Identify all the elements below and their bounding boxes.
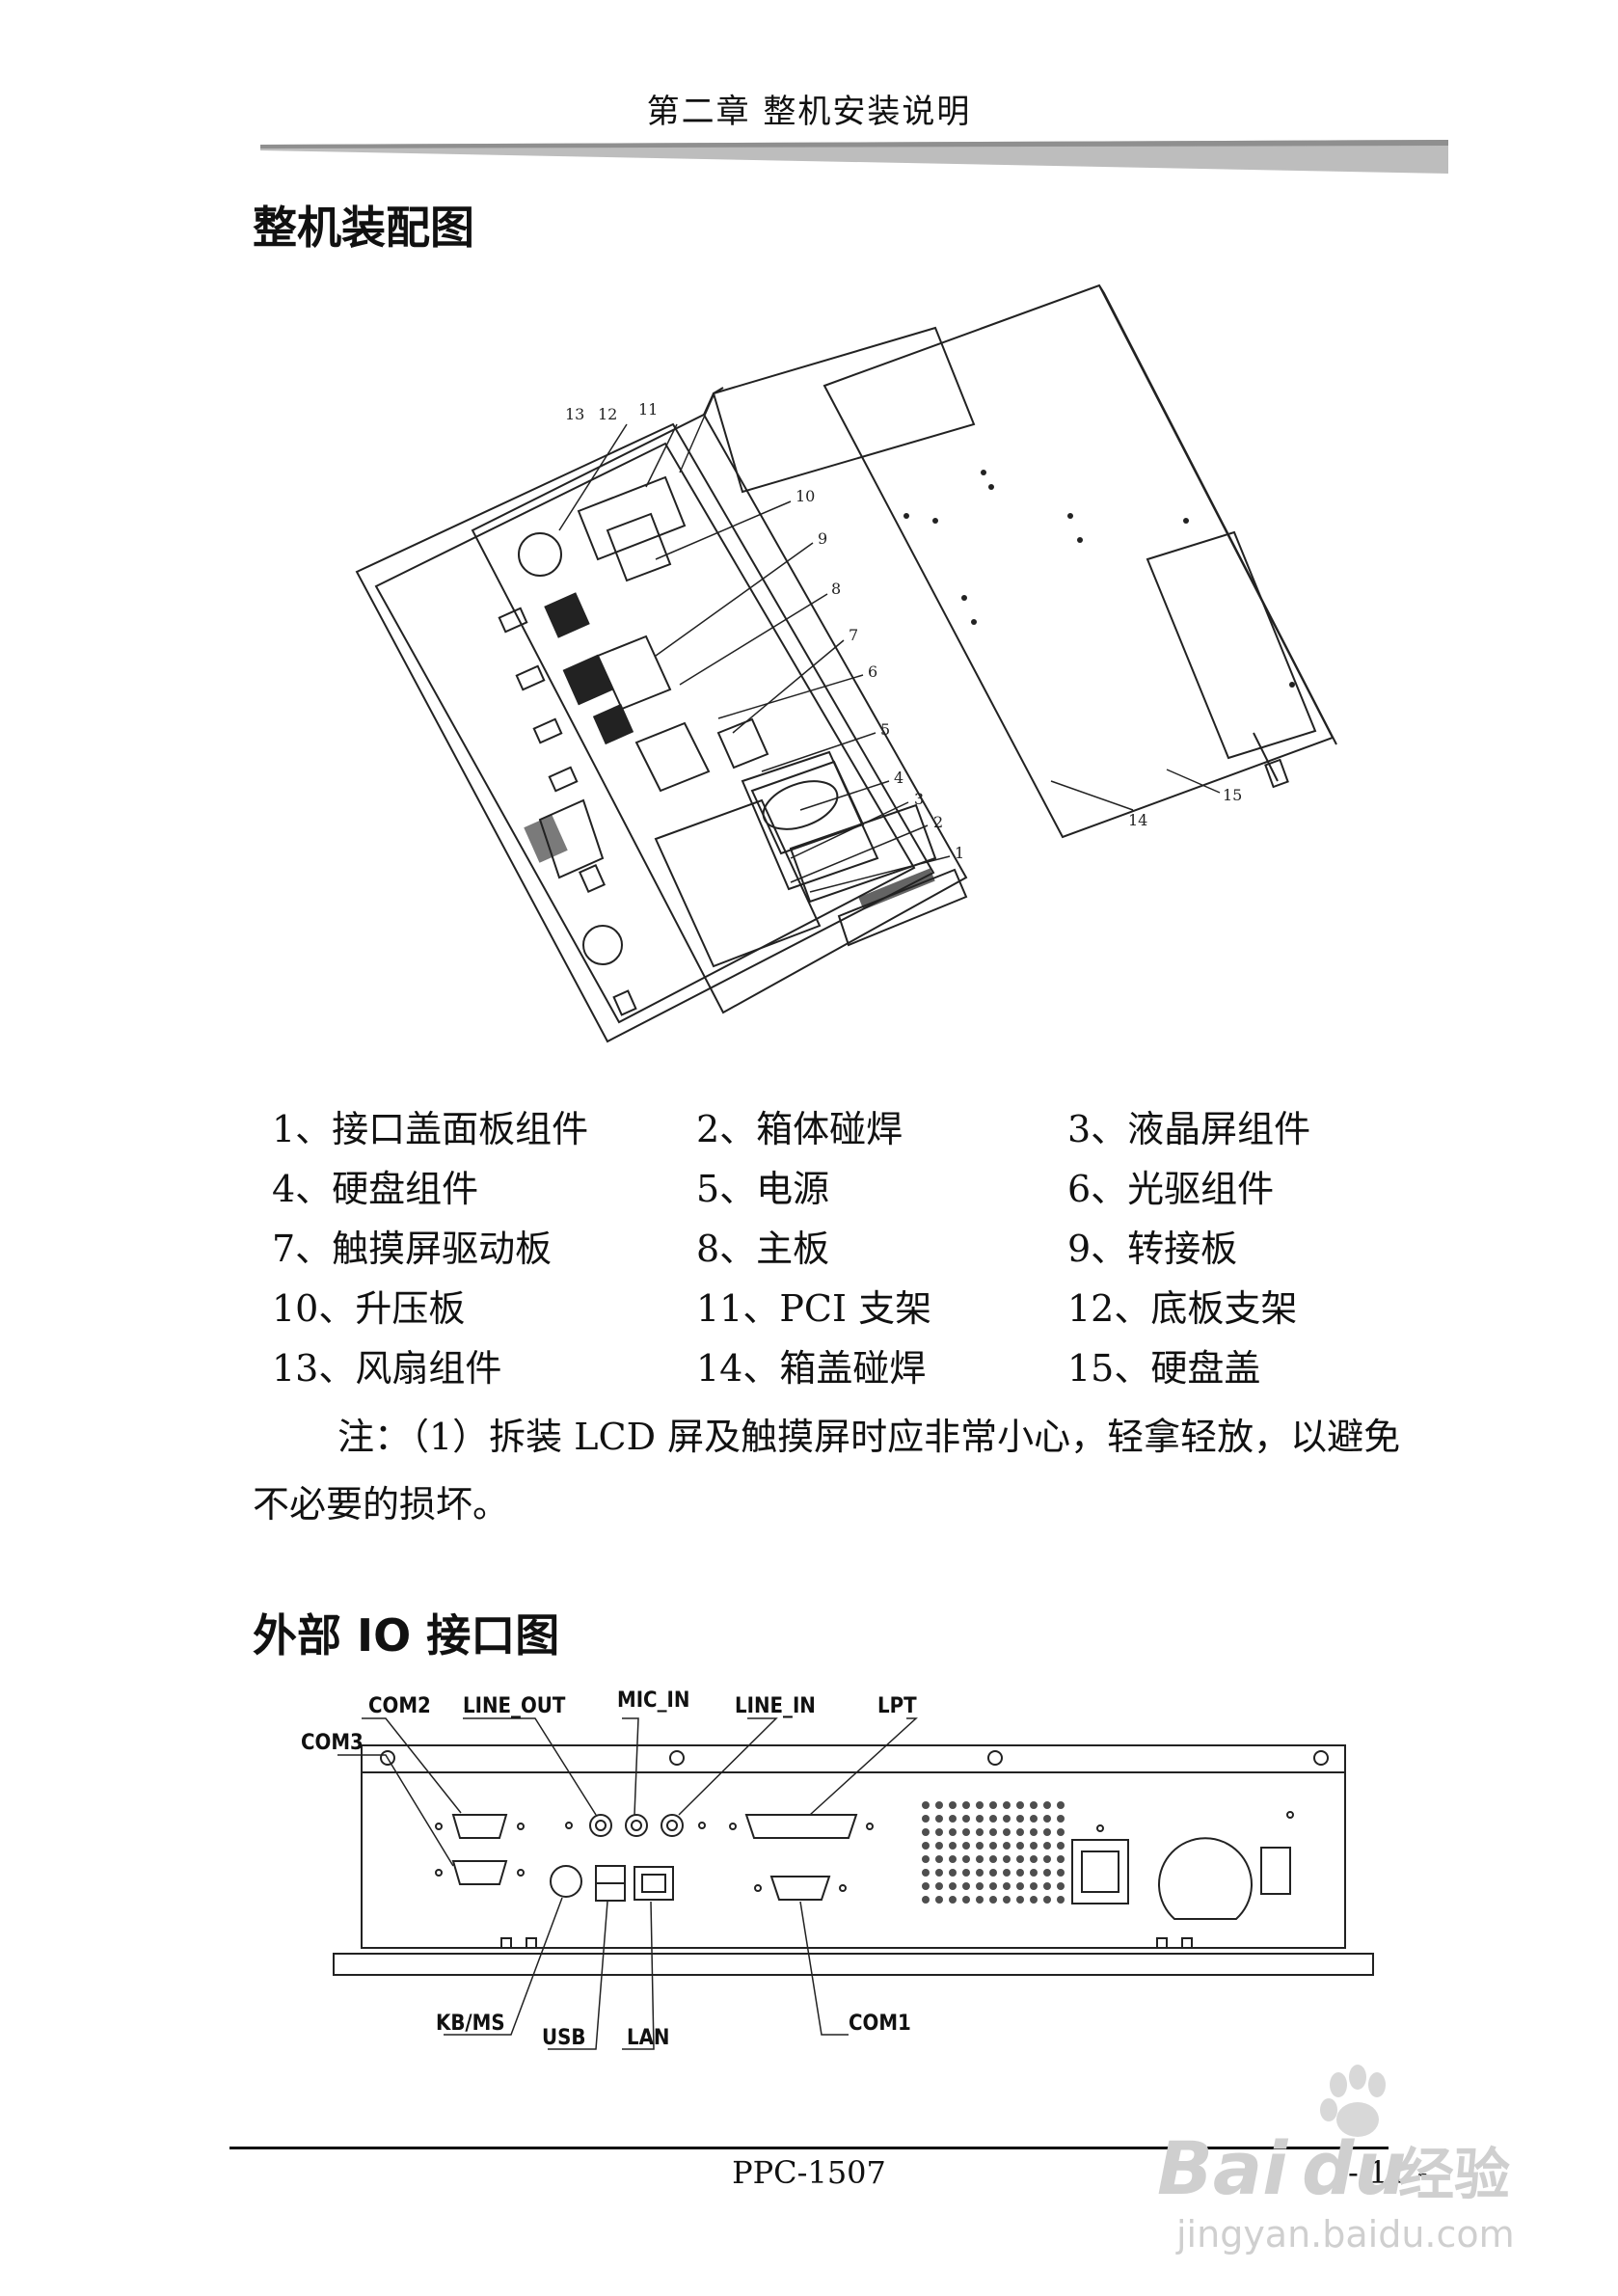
baidu-watermark: Bai du 经验 jingyan.baidu.com bbox=[1157, 2065, 1515, 2255]
part-item: 9、转接板 bbox=[1067, 1228, 1238, 1270]
fan-opening bbox=[1158, 1837, 1253, 1920]
chassis-frame bbox=[355, 422, 935, 1043]
assembly-diagram: 1 2 3 4 5 6 7 8 9 10 11 12 13 14 15 bbox=[355, 284, 1337, 1043]
callout-11: 11 bbox=[638, 400, 658, 419]
watermark-url: jingyan.baidu.com bbox=[1175, 2213, 1515, 2255]
footer-page-number: - 11 - bbox=[1348, 2154, 1428, 2191]
parts-row: 4、硬盘组件 5、电源 6、光驱组件 bbox=[272, 1159, 1429, 1219]
part-item: 7、触摸屏驱动板 bbox=[272, 1228, 553, 1270]
vent-grid bbox=[922, 1801, 1065, 1904]
part-item: 15、硬盘盖 bbox=[1067, 1347, 1261, 1390]
callout-3: 3 bbox=[914, 790, 924, 808]
part-item: 3、液晶屏组件 bbox=[1067, 1108, 1311, 1150]
part-item: 11、PCI 支架 bbox=[696, 1287, 932, 1330]
label-com1: COM1 bbox=[849, 2012, 911, 2036]
callout-4: 4 bbox=[894, 769, 903, 787]
label-usb: USB bbox=[542, 2026, 585, 2050]
lan-port bbox=[634, 1866, 674, 1901]
callout-13: 13 bbox=[565, 405, 584, 423]
watermark-brand-2: du bbox=[1302, 2125, 1407, 2211]
label-line-out: LINE_OUT bbox=[463, 1694, 566, 1718]
callout-1: 1 bbox=[955, 844, 964, 862]
watermark-brand: Bai bbox=[1157, 2125, 1288, 2211]
footer-model: PPC-1507 bbox=[732, 2154, 886, 2191]
line-in-jack bbox=[661, 1814, 684, 1837]
assembly-title: 整机装配图 bbox=[253, 202, 474, 254]
callout-15: 15 bbox=[1223, 786, 1242, 804]
part-item: 1、接口盖面板组件 bbox=[272, 1108, 589, 1150]
lpt-port bbox=[744, 1814, 858, 1839]
part-item: 2、箱体碰焊 bbox=[696, 1108, 903, 1150]
note-line-2: 不必要的损坏。 bbox=[253, 1483, 510, 1526]
callout-5: 5 bbox=[880, 720, 890, 739]
power-socket bbox=[1071, 1839, 1129, 1904]
label-kbms: KB/MS bbox=[436, 2012, 505, 2036]
mic-in-jack bbox=[625, 1814, 648, 1837]
callout-9: 9 bbox=[818, 529, 827, 548]
part-item: 8、主板 bbox=[696, 1228, 830, 1270]
chapter-header: 第二章 整机安装说明 bbox=[646, 93, 972, 131]
com2-port bbox=[451, 1814, 508, 1839]
io-title: 外部 IO 接口图 bbox=[253, 1609, 560, 1661]
callout-7: 7 bbox=[849, 626, 858, 644]
io-panel-diagram: COM2 LINE_OUT MIC_IN LINE_IN LPT COM3 KB… bbox=[301, 1688, 1374, 2050]
part-item: 6、光驱组件 bbox=[1067, 1168, 1275, 1210]
part-item: 10、升压板 bbox=[272, 1287, 466, 1330]
kbms-port bbox=[550, 1865, 582, 1898]
label-com3: COM3 bbox=[301, 1731, 364, 1755]
callout-2: 2 bbox=[933, 813, 943, 831]
callout-8: 8 bbox=[831, 580, 841, 598]
watermark-brand-cn: 经验 bbox=[1398, 2142, 1510, 2207]
label-line-in: LINE_IN bbox=[735, 1694, 816, 1718]
callout-14: 14 bbox=[1128, 811, 1147, 829]
parts-list: 1、接口盖面板组件 2、箱体碰焊 3、液晶屏组件 4、硬盘组件 5、电源 6、光… bbox=[272, 1099, 1429, 1398]
label-lpt: LPT bbox=[877, 1694, 917, 1718]
part-item: 4、硬盘组件 bbox=[272, 1168, 479, 1210]
parts-row: 1、接口盖面板组件 2、箱体碰焊 3、液晶屏组件 bbox=[272, 1099, 1429, 1159]
callout-12: 12 bbox=[598, 405, 617, 423]
cover-panel bbox=[822, 284, 1335, 839]
parts-row: 10、升压板 11、PCI 支架 12、底板支架 bbox=[272, 1279, 1429, 1338]
label-mic-in: MIC_IN bbox=[617, 1688, 689, 1713]
part-item: 13、风扇组件 bbox=[272, 1347, 502, 1390]
part-item: 5、电源 bbox=[696, 1168, 830, 1210]
callout-10: 10 bbox=[796, 487, 815, 505]
part-item: 12、底板支架 bbox=[1067, 1287, 1298, 1330]
power-switch bbox=[1260, 1847, 1291, 1895]
parts-row: 13、风扇组件 14、箱盖碰焊 15、硬盘盖 bbox=[272, 1338, 1429, 1398]
com1-port bbox=[769, 1876, 831, 1901]
callout-6: 6 bbox=[868, 662, 877, 681]
paw-icon bbox=[1320, 2065, 1386, 2137]
label-lan: LAN bbox=[627, 2026, 670, 2050]
com3-port bbox=[451, 1860, 508, 1885]
header-rule bbox=[260, 140, 1448, 174]
label-com2: COM2 bbox=[368, 1694, 431, 1718]
note-line-1: 注：（1）拆装 LCD 屏及触摸屏时应非常小心，轻拿轻放，以避免 bbox=[337, 1416, 1401, 1458]
parts-row: 7、触摸屏驱动板 8、主板 9、转接板 bbox=[272, 1219, 1429, 1279]
footer-rule bbox=[229, 2147, 1389, 2149]
part-item: 14、箱盖碰焊 bbox=[696, 1347, 927, 1390]
assembly-note: 注：（1）拆装 LCD 屏及触摸屏时应非常小心，轻拿轻放，以避免 不必要的损坏。 bbox=[253, 1403, 1468, 1538]
line-out-jack bbox=[589, 1814, 612, 1837]
